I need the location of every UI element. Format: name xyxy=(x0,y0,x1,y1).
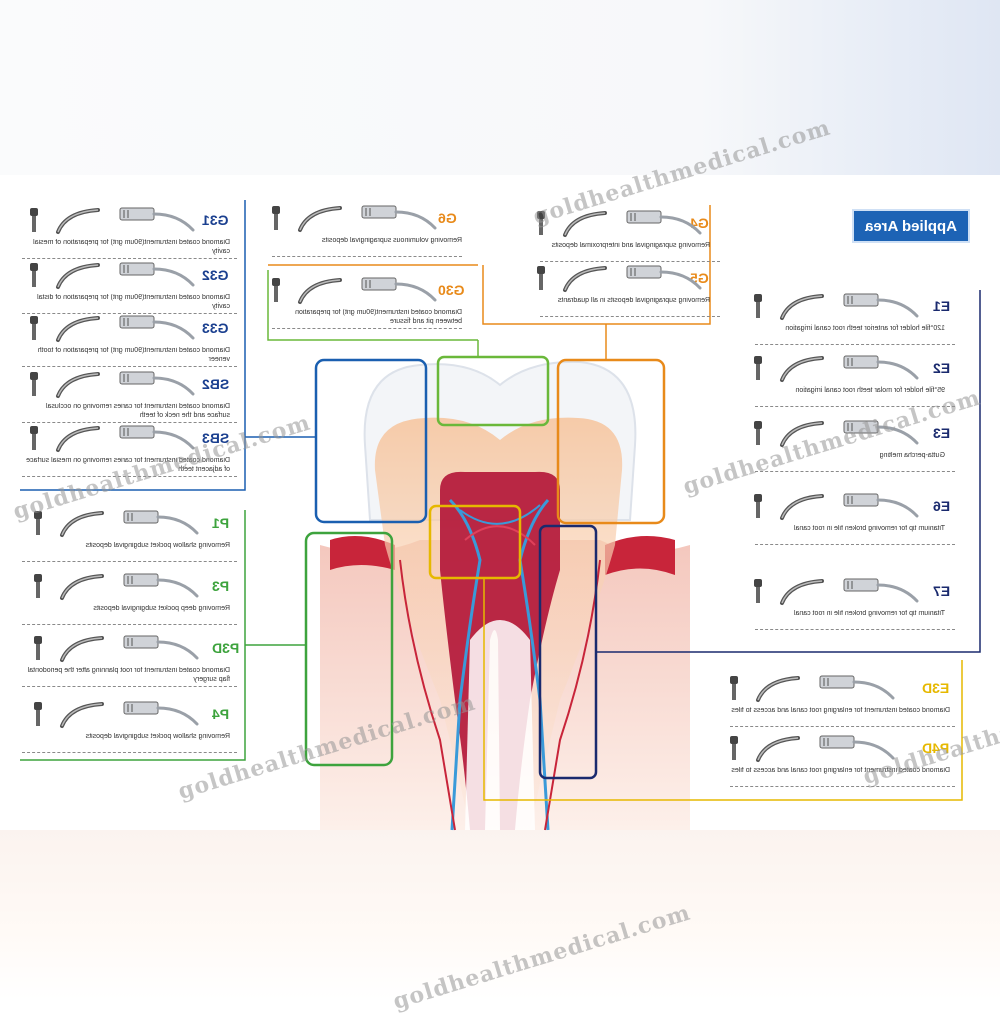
instrument-code: P3 xyxy=(212,578,230,594)
scaler-tip-icon xyxy=(30,425,195,452)
instrument-code: E3 xyxy=(933,425,951,441)
connector-yellow xyxy=(483,578,963,801)
scaler-tip-icon xyxy=(754,493,919,520)
scaler-tip-icon xyxy=(754,420,919,447)
instrument-description: Removing deep pocket subgingival deposit… xyxy=(93,605,230,612)
connector-orange xyxy=(482,205,711,325)
instrument-code: E7 xyxy=(933,583,951,599)
scaler-tip-icon xyxy=(272,205,437,232)
instrument-code: P4 xyxy=(212,706,230,722)
instrument-code: E1 xyxy=(933,298,951,314)
instrument-code: G31 xyxy=(202,212,229,228)
entry-divider xyxy=(272,256,462,257)
scaler-tip-icon xyxy=(537,265,702,292)
entry-divider xyxy=(755,629,955,630)
scaler-tip-icon xyxy=(730,735,895,762)
instrument-description: Diamond coated instrument(90um grit) for… xyxy=(295,309,462,325)
entry-divider xyxy=(22,561,237,562)
entry-divider xyxy=(22,258,237,259)
entry-divider xyxy=(272,328,462,329)
connector-blue xyxy=(20,200,246,491)
instrument-code: P1 xyxy=(212,515,230,531)
entry-divider xyxy=(730,726,955,727)
instrument-description: 95°file holder for molar teeth root cana… xyxy=(795,387,946,394)
scaler-tip-icon xyxy=(754,355,919,382)
instrument-description: Removing shallow pocket subgingival depo… xyxy=(85,733,230,740)
instrument-description: 120°file holder for anterior teeth root … xyxy=(785,325,945,332)
instrument-description: Diamond coated instrument for enlarging … xyxy=(731,707,950,714)
inter-root-space xyxy=(465,620,535,830)
instrument-description: Diamond coated instrument(90um grit) for… xyxy=(33,239,230,255)
entry-divider xyxy=(755,406,955,407)
entry-divider xyxy=(755,344,955,345)
scaler-tip-icon xyxy=(272,277,437,304)
instrument-description: Removing supragingival and interproximal… xyxy=(551,242,710,249)
scaler-tip-icon xyxy=(30,315,195,342)
connector-green-left xyxy=(20,510,246,761)
instrument-code: SB2 xyxy=(202,376,230,392)
scaler-tip-icon xyxy=(34,635,199,662)
instrument-code: P3D xyxy=(212,640,240,656)
entry-divider xyxy=(540,316,720,317)
instrument-code: G30 xyxy=(438,282,465,298)
entry-divider xyxy=(730,786,955,787)
box-blue xyxy=(314,358,428,524)
instrument-code: E3D xyxy=(922,680,950,696)
scaler-tip-icon xyxy=(30,371,195,398)
instrument-description: Diamond coated instrument(90um grit) for… xyxy=(37,347,230,363)
scaler-tip-icon xyxy=(30,262,195,289)
entry-divider xyxy=(22,752,237,753)
instrument-description: Titanium tip for removing broken file in… xyxy=(793,610,945,617)
scaler-tip-icon xyxy=(34,510,199,537)
instrument-code: G6 xyxy=(438,210,457,226)
instrument-description: Diamond coated instrument for caries rem… xyxy=(45,403,230,419)
entry-divider xyxy=(755,544,955,545)
connector-navy xyxy=(596,290,981,653)
scaler-tip-icon xyxy=(537,210,702,237)
connector-green-top xyxy=(267,270,478,341)
top-background-band xyxy=(0,0,1000,175)
gum-line-left xyxy=(330,536,395,570)
box-yellow xyxy=(428,504,522,580)
instrument-code: E6 xyxy=(933,498,951,514)
box-green-left xyxy=(304,531,394,767)
entry-divider xyxy=(22,624,237,625)
entry-divider xyxy=(22,366,237,367)
applied-area-badge: Applied Area xyxy=(852,209,970,243)
instrument-description: Diamond coated instrument for root plann… xyxy=(27,667,230,683)
box-orange xyxy=(556,358,666,525)
instrument-description: Removing supragingival deposits in all q… xyxy=(557,297,710,304)
scaler-tip-icon xyxy=(754,578,919,605)
entry-divider xyxy=(755,471,955,472)
scaler-tip-icon xyxy=(754,293,919,320)
gum-line-right xyxy=(605,536,675,575)
instrument-description: Diamond coated instrument(90um grit) for… xyxy=(37,294,230,310)
entry-divider xyxy=(22,476,237,477)
entry-divider xyxy=(540,261,720,262)
entry-divider xyxy=(22,313,237,314)
scaler-tip-icon xyxy=(34,573,199,600)
scaler-tip-icon xyxy=(730,675,895,702)
bottom-background-band xyxy=(0,830,1000,1000)
instrument-code: G33 xyxy=(202,320,229,336)
instrument-description: Titanium tip for removing broken file in… xyxy=(793,525,945,532)
instrument-code: G32 xyxy=(202,267,229,283)
entry-divider xyxy=(22,686,237,687)
instrument-description: Removing voluminous supragingival deposi… xyxy=(321,237,462,244)
instrument-code: E2 xyxy=(933,360,951,376)
scaler-tip-icon xyxy=(30,207,195,234)
instrument-description: Removing shallow pocket subgingival depo… xyxy=(85,542,230,549)
box-green-top xyxy=(436,355,550,427)
scaler-tip-icon xyxy=(34,701,199,728)
entry-divider xyxy=(22,422,237,423)
